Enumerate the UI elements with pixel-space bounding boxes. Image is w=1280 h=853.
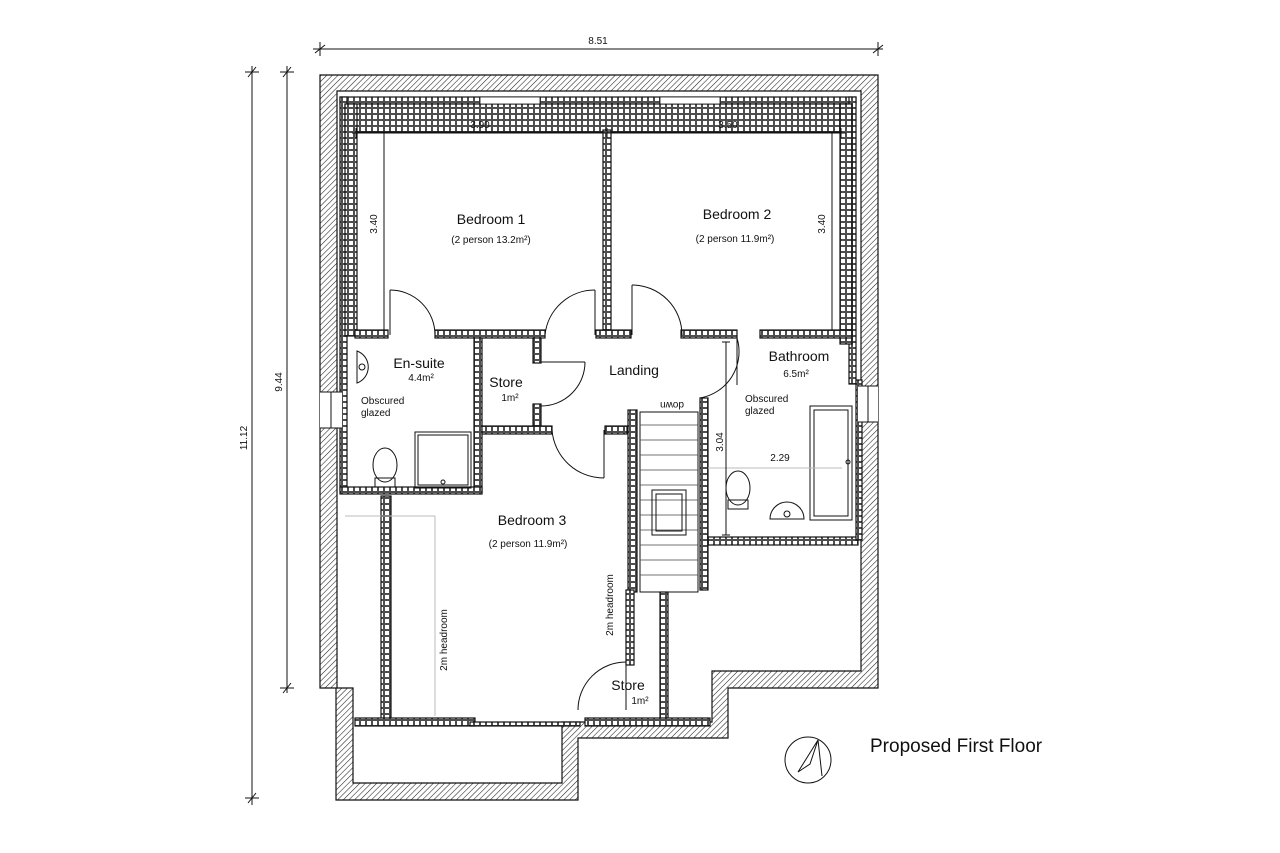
- store-upper-label: Store: [489, 374, 523, 390]
- dim-bedroom2-width: 3.50: [718, 120, 738, 131]
- stair-down-label: down: [660, 399, 684, 410]
- store-lower-label: Store: [611, 677, 645, 693]
- store-lower-area: 1m²: [631, 696, 649, 707]
- store-upper-area: 1m²: [501, 393, 519, 404]
- plan-title: Proposed First Floor: [870, 736, 1043, 757]
- dim-overall-depth: 11.12: [239, 425, 250, 450]
- room-labels: Bedroom 1 (2 person 13.2m²) Bedroom 2 (2…: [361, 206, 829, 707]
- bedroom2-detail: (2 person 11.9m²): [696, 234, 775, 245]
- bedroom3-label: Bedroom 3: [498, 512, 567, 528]
- window-openings: [320, 96, 878, 429]
- fixtures: [356, 350, 853, 521]
- bedroom1-detail: (2 person 13.2m²): [451, 235, 530, 246]
- dim-bathroom-depth: 3.04: [715, 432, 726, 452]
- inner-walls: [339, 96, 863, 727]
- external-walls: [319, 74, 879, 801]
- dim-main-depth: 9.44: [274, 372, 285, 392]
- dim-bedroom1-width: 3.90: [470, 120, 490, 131]
- dim-bedroom2-depth: 3.40: [817, 214, 828, 234]
- bathroom-label: Bathroom: [769, 348, 830, 364]
- ensuite-note-line2: glazed: [361, 408, 390, 419]
- ensuite-note-line1: Obscured: [361, 396, 404, 407]
- dim-bedroom1-depth: 3.40: [369, 214, 380, 234]
- dim-overall-width: 8.51: [588, 36, 608, 47]
- headroom-lines: [345, 467, 842, 716]
- dim-bathroom-width: 2.29: [770, 453, 790, 464]
- bedroom2-label: Bedroom 2: [703, 206, 772, 222]
- bathroom-area: 6.5m²: [783, 369, 809, 380]
- headroom-label-left: 2m headroom: [439, 609, 450, 671]
- dimension-labels: 8.51 11.12 9.44 3.90 3.50 3.40 3.40 2.29…: [239, 36, 828, 464]
- north-arrow-icon: [784, 736, 832, 784]
- dimension-lines: [245, 42, 884, 805]
- bathroom-note-line2: glazed: [745, 406, 774, 417]
- ensuite-label: En-suite: [393, 355, 445, 371]
- bathroom-note-line1: Obscured: [745, 394, 788, 405]
- bedroom1-label: Bedroom 1: [457, 211, 526, 227]
- staircase: [639, 411, 699, 593]
- ensuite-area: 4.4m²: [408, 373, 434, 384]
- headroom-label-right: 2m headroom: [605, 574, 616, 636]
- doors: [389, 284, 740, 711]
- landing-label: Landing: [609, 362, 659, 378]
- bedroom3-detail: (2 person 11.9m²): [489, 539, 568, 550]
